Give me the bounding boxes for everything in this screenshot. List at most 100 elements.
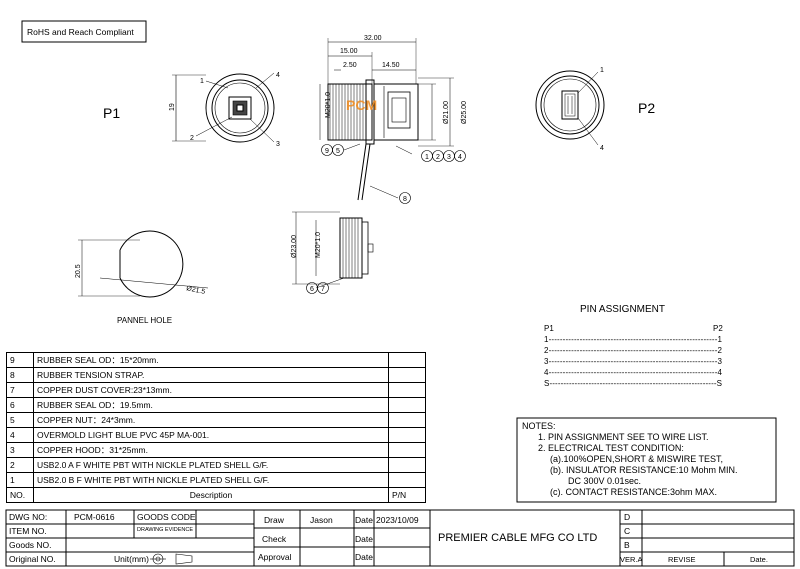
bom-no: 5 [6,412,34,428]
p1-label: P1 [103,105,120,121]
dim-body: 14.50 [382,62,400,69]
bom-pn [388,427,426,443]
projection-symbol-icon [150,553,193,565]
date-label-2: Date [355,534,373,544]
bom-desc: RUBBER TENSION STRAP. [33,367,389,383]
company-name: PREMIER CABLE MFG CO LTD [438,532,598,544]
revise-label: REVISE [668,555,696,564]
callout-circle-5 [332,144,344,156]
compliance-box [21,20,147,43]
notes: NOTES: 1. PIN ASSIGNMENT SEE TO WIRE LIS… [522,421,738,498]
dim-dia-25: Ø25.00 [461,101,468,124]
bom-desc: COPPER DUST COVER:23*13mm. [33,382,389,398]
pin-row-4: 4---------------------------------------… [544,368,723,377]
date-label-3: Date [355,552,373,562]
dim-flange: 2.50 [343,62,357,69]
pin-row-2: 2---------------------------------------… [544,346,723,355]
panel-hole-label: PANNEL HOLE [117,316,172,325]
bom-header-no: NO. [6,487,34,503]
callout-circle-4 [454,150,466,162]
callout-circle-7 [317,282,329,294]
p1-callout-4: 4 [276,72,280,79]
date2-label: Date. [750,555,768,564]
callout-3: 3 [447,154,451,161]
dwg-no-label: DWG NO: [9,512,48,522]
p1-front-view [172,72,275,143]
bom-desc: RUBBER SEAL OD：19.5mm. [33,397,389,413]
bom-no: 3 [6,442,34,458]
note-line-2: 2. ELECTRICAL TEST CONDITION: [538,443,684,453]
item-no-label: ITEM NO. [9,526,47,536]
dim-dia-23: Ø23.00 [291,235,298,258]
bom-no: 9 [6,352,34,368]
note-line-6: (c). CONTACT RESISTANCE:3ohm MAX. [550,487,718,497]
p2-callout-4: 4 [600,145,604,152]
bom-no: 4 [6,427,34,443]
draw-name: Jason [310,515,333,525]
callout-5: 5 [336,148,340,155]
bom-no: 6 [6,397,34,413]
bom-pn [388,352,426,368]
callout-4: 4 [458,154,462,161]
rev-b: B [624,540,630,550]
unit-label: Unit(mm) [114,554,149,564]
note-line-5: DC 300V 0.01sec. [568,476,642,486]
bom-pn [388,412,426,428]
pin-row-1: 1---------------------------------------… [544,335,723,344]
dim-dia-21: Ø21.00 [443,101,450,124]
ver-label: VER.A [620,555,643,564]
callout-2: 2 [436,154,440,161]
bom-pn [388,472,426,488]
bom-pn [388,382,426,398]
callout-7: 7 [321,286,325,293]
panel-hole-view [78,230,209,298]
bom-header-pn: P/N [388,487,426,503]
p1-callout-1: 1 [200,78,204,85]
goods-code-label: GOODS CODE [137,512,196,522]
draw-label: Draw [264,515,284,525]
p1-callout-3: 3 [276,141,280,148]
bom-no: 8 [6,367,34,383]
dust-cover-view [292,211,374,289]
bom-pn [388,397,426,413]
p1-callout-2: 2 [190,135,194,142]
callout-circle-8 [399,192,411,204]
note-line-4: (b). INSULATOR RESISTANCE:10 Mohm MIN. [550,465,738,475]
bom-no: 7 [6,382,34,398]
callout-9: 9 [325,148,329,155]
bom-pn [388,442,426,458]
bom-desc: COPPER NUT：24*3mm. [33,412,389,428]
rev-c: C [624,526,631,536]
date-label-1: Date [355,515,373,525]
dim-overall-length: 32.00 [364,35,382,42]
callout-8: 8 [403,196,407,203]
date-value: 2023/10/09 [376,515,419,525]
goods-no-label: Goods NO. [9,540,52,550]
watermark: PCM [346,97,377,113]
dim-panel-height: 20.5 [75,264,82,278]
pin-p2-header: P2 [713,324,723,333]
callout-1: 1 [425,154,429,161]
dim-thread-length: 15.00 [340,48,358,55]
bom-pn [388,367,426,383]
note-line-3: (a).100%OPEN,SHORT & MISWIRE TEST, [550,454,724,464]
p2-label: P2 [638,100,655,116]
p2-callout-1: 1 [600,67,604,74]
check-label: Check [262,534,287,544]
callout-6: 6 [310,286,314,293]
p2-front-view [535,70,605,146]
bom-desc: USB2.0 B F WHITE PBT WITH NICKLE PLATED … [33,472,389,488]
bom-pn [388,457,426,473]
bom-desc: COPPER HOOD：31*25mm. [33,442,389,458]
